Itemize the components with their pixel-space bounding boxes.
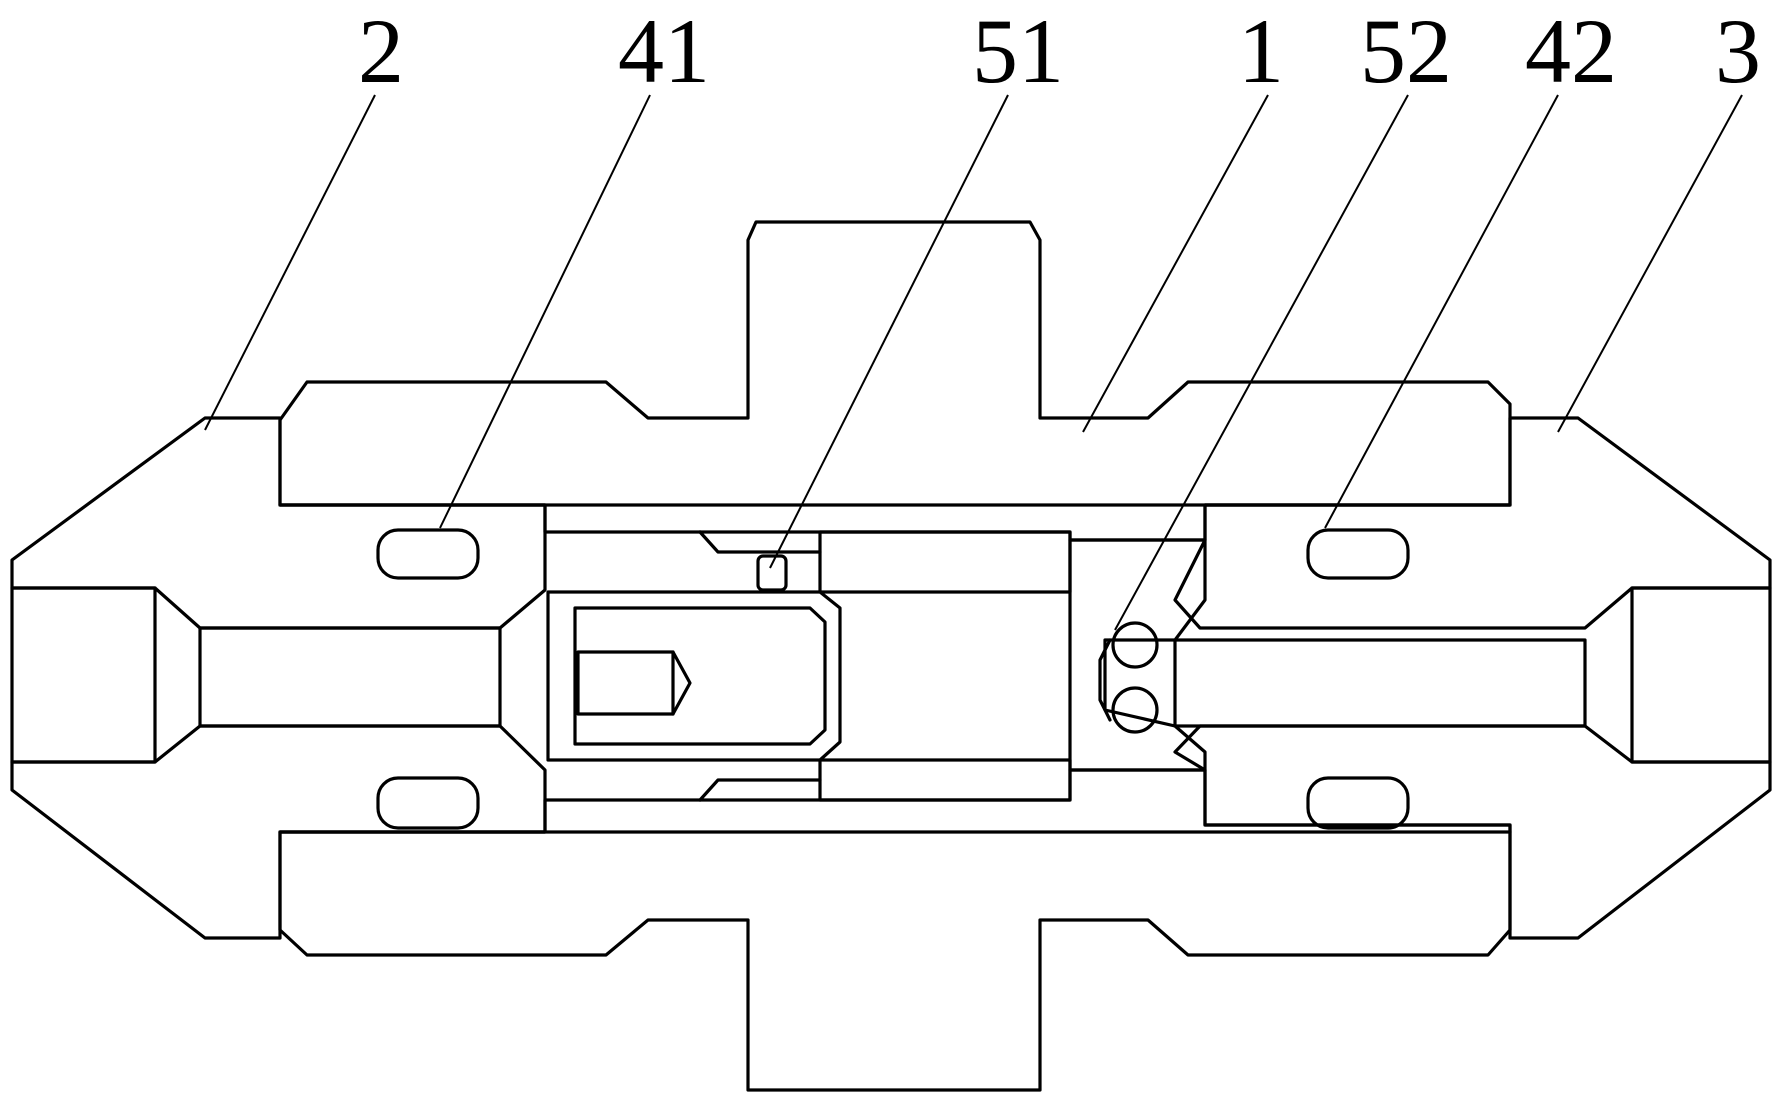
valve-insert-tip [671, 650, 692, 716]
leader-41 [439, 94, 651, 529]
ref-label-42: 42 [1525, 0, 1617, 102]
sleeve-upper [818, 530, 1072, 594]
ball-valve [1098, 621, 1159, 734]
ref-label-3: 3 [1715, 0, 1761, 102]
o-ring-42-lower [1306, 776, 1410, 830]
leader-51 [769, 94, 1009, 569]
central-bore [198, 538, 1587, 772]
o-rings [376, 528, 1410, 830]
ref-label-52: 52 [1360, 0, 1452, 102]
valve-insert [573, 606, 827, 746]
main-body [278, 220, 1512, 1092]
left-nut-bore [10, 586, 157, 764]
ref-label-51: 51 [972, 0, 1064, 102]
leader-42 [1324, 94, 1559, 529]
valve-insert-pin [576, 650, 675, 716]
sleeve-step-upper [698, 530, 822, 554]
left-nut [10, 416, 547, 940]
valve-cavity [546, 590, 842, 762]
sleeve-step-lower [698, 778, 822, 802]
ref-label-1: 1 [1238, 0, 1284, 102]
o-ring-42-upper [1306, 528, 1410, 580]
main-body-upper [278, 220, 1512, 542]
leader-lines [204, 94, 1743, 631]
o-ring-41-upper [376, 528, 480, 580]
right-nut-lower [1173, 724, 1772, 940]
body-contours [278, 503, 1512, 834]
left-nut-upper [10, 416, 547, 630]
check-valve-51 [756, 554, 788, 592]
leader-3 [1557, 94, 1743, 433]
o-ring-41-lower [376, 776, 480, 830]
ball-lower [1111, 686, 1159, 734]
leader-1 [1082, 94, 1269, 433]
ref-label-41: 41 [618, 0, 710, 102]
right-channel [1173, 638, 1587, 728]
right-nut-bore [1630, 586, 1772, 764]
leader-52 [1114, 94, 1409, 631]
ball-seat [1098, 638, 1112, 722]
main-body-lower [278, 768, 1512, 1092]
mid-passage [1068, 538, 1207, 772]
ball-upper [1111, 621, 1159, 669]
ref-label-2: 2 [358, 0, 404, 102]
right-nut-upper [1173, 416, 1772, 630]
right-nut [1173, 416, 1772, 940]
leader-2 [204, 94, 376, 431]
left-channel [198, 626, 502, 728]
sleeve [698, 530, 1072, 802]
sleeve-lower [818, 758, 1072, 802]
